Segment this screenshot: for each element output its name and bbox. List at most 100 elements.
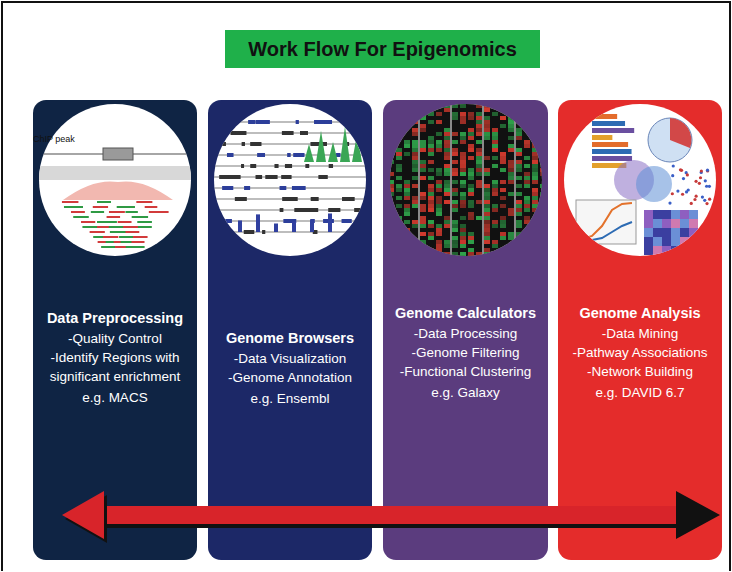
heatmap-cell — [460, 244, 466, 248]
heatmap-cell — [476, 180, 482, 184]
heatmap-cell — [500, 124, 506, 128]
heatmap-cell — [540, 228, 546, 232]
heatmap-cell — [532, 240, 538, 244]
heatmap-cell — [500, 156, 506, 160]
scatter-dot — [698, 182, 701, 185]
heatmap-cell — [396, 184, 402, 188]
heatmap-cell — [420, 192, 426, 196]
heatmap-cell — [484, 120, 490, 124]
read-dash — [136, 201, 152, 203]
heatmap-cell — [404, 248, 410, 252]
heatmap-cell — [476, 152, 482, 156]
heatmap-cell — [452, 224, 458, 228]
heatmap-cell — [540, 152, 546, 156]
heatmap-cell — [412, 120, 418, 124]
heatmap-cell — [468, 212, 474, 216]
read-dash — [97, 201, 111, 203]
heatmap-cell — [524, 236, 530, 240]
heatmap-cell — [436, 180, 442, 184]
read-dash — [107, 216, 121, 218]
heatmap-cell — [476, 140, 482, 144]
heatmap-cell — [460, 224, 466, 228]
heatmap-cell — [420, 104, 426, 108]
heatmap-cell — [388, 144, 394, 148]
heatmap-cell — [420, 244, 426, 248]
heatmap-cell — [492, 112, 498, 116]
heatmap-cell — [420, 216, 426, 220]
heatmap-cell — [516, 212, 522, 216]
heatmap-cell — [412, 140, 418, 144]
heatmap-cell — [508, 116, 514, 120]
heatmap-cell — [492, 156, 498, 160]
heatmap-cell — [460, 132, 466, 136]
track-line — [214, 210, 366, 211]
heatmap-cell — [444, 148, 450, 152]
heatmap-cell — [396, 152, 402, 156]
heatmap-cell — [516, 176, 522, 180]
read-dash — [90, 231, 105, 233]
column-divider — [514, 100, 515, 264]
illustration-group — [384, 100, 548, 264]
heatmap-cell — [412, 184, 418, 188]
heatmap-cell — [500, 100, 506, 104]
heatmap-cell — [436, 244, 442, 248]
scatter-dot — [700, 169, 703, 172]
scatter-dot — [668, 201, 671, 204]
heatmap-cell — [516, 148, 522, 152]
heatmap-cell — [516, 184, 522, 188]
column-item: e.g. MACS — [39, 388, 191, 407]
heatmap-cell — [412, 168, 418, 172]
illustration-group — [214, 120, 366, 234]
bar — [592, 156, 632, 161]
heatmap-cell — [452, 256, 458, 260]
column-item: -Genome Filtering — [389, 343, 542, 362]
heatmap-cell — [540, 196, 546, 200]
heatmap-cell — [404, 204, 410, 208]
heatmap-cell — [484, 172, 490, 176]
heatmap-cell — [444, 168, 450, 172]
column-item: -Identify Regions with significant enric… — [39, 348, 191, 386]
heatmap-cell — [476, 132, 482, 136]
signal-bar — [238, 220, 242, 232]
feature-block — [305, 164, 309, 168]
heatmap-cell — [420, 240, 426, 244]
heatmap-cell — [532, 248, 538, 252]
heatmap-cell — [452, 252, 458, 256]
heatmap-cell — [436, 208, 442, 212]
arrow-head — [62, 491, 104, 539]
heatmap-cell — [484, 132, 490, 136]
feature-block — [229, 175, 241, 179]
feature-block — [342, 197, 349, 201]
heatmap-cell — [420, 128, 426, 132]
read-dash — [138, 226, 152, 228]
heatmap-cell — [516, 108, 522, 112]
heatmap-cell — [412, 148, 418, 152]
heatmap-cell — [468, 116, 474, 120]
heatmap-cell — [412, 156, 418, 160]
venn-circle — [636, 166, 672, 202]
heatmap-cell — [420, 224, 426, 228]
heatmap-cell — [524, 108, 530, 112]
heatmap-cell — [428, 136, 434, 140]
workflow-column: Genome Calculators-Data Processing-Genom… — [383, 100, 548, 560]
heatmap-cell — [460, 164, 466, 168]
read-dash — [118, 221, 132, 223]
heatmap-cell — [388, 140, 394, 144]
heatmap-cell — [500, 232, 506, 236]
heatmap-cell — [524, 180, 530, 184]
read-dash — [93, 206, 108, 208]
scatter-dot — [706, 169, 709, 172]
heatmap-cell — [653, 246, 662, 255]
signal-peak — [316, 131, 326, 162]
column-item: e.g. Galaxy — [389, 383, 542, 402]
heatmap-cell — [508, 124, 514, 128]
heatmap-cell — [476, 168, 482, 172]
heatmap-cell — [444, 136, 450, 140]
heatmap-cell — [492, 240, 498, 244]
heatmap-cell — [476, 128, 482, 132]
heatmap-cell — [540, 168, 546, 172]
feature-block — [294, 208, 307, 212]
heatmap-cell — [412, 200, 418, 204]
column-heading: Genome Calculators — [389, 303, 542, 324]
heatmap-cell — [396, 256, 402, 260]
